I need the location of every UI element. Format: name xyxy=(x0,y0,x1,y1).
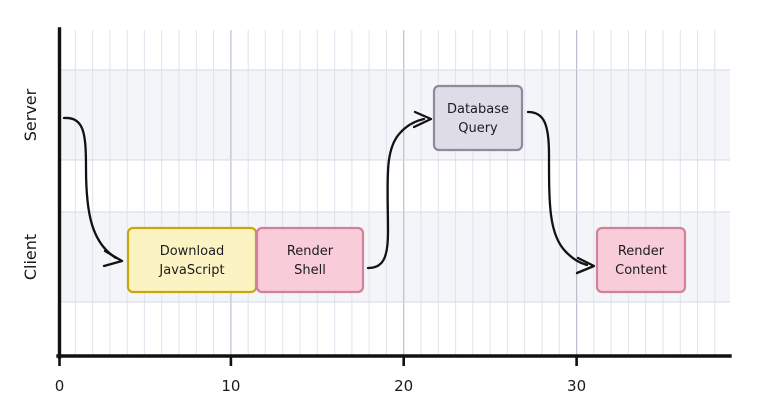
x-tick-labels: 0 10 20 30 xyxy=(55,377,586,395)
task-label-render-content-line1: Render xyxy=(618,244,665,259)
lane-label-server: Server xyxy=(21,88,40,141)
x-tick-label-0: 0 xyxy=(55,377,65,395)
arrow-path-1 xyxy=(62,116,118,260)
arrow-head-3 xyxy=(575,256,596,275)
task-download-javascript[interactable]: Download JavaScript xyxy=(126,226,258,294)
task-bars: Download JavaScript Render Shell Databas… xyxy=(126,84,687,294)
task-label-download-javascript-line2: JavaScript xyxy=(158,263,224,278)
task-label-render-content-line2: Content xyxy=(615,263,667,278)
arrow-render-shell-to-database-query xyxy=(366,110,433,270)
band-edges xyxy=(58,69,730,303)
lane-label-client: Client xyxy=(21,234,40,280)
plot-background xyxy=(58,30,730,357)
lane-labels: Server Client xyxy=(21,88,40,280)
task-render-shell[interactable]: Render Shell xyxy=(255,226,365,294)
arrow-path-3 xyxy=(526,110,589,267)
task-label-download-javascript-line1: Download xyxy=(160,244,225,259)
task-label-render-shell-line2: Shell xyxy=(294,263,326,278)
flow-arrows xyxy=(62,110,596,275)
arrow-head-1 xyxy=(102,249,124,268)
task-rect-render-content[interactable] xyxy=(595,226,687,294)
task-label-database-query-line1: Database xyxy=(447,102,509,117)
task-rect-database-query[interactable] xyxy=(432,84,524,152)
arrow-server-to-download-javascript xyxy=(62,116,124,268)
task-rect-download-javascript[interactable] xyxy=(126,226,258,294)
task-render-content[interactable]: Render Content xyxy=(595,226,687,294)
x-tick-label-10: 10 xyxy=(221,377,240,395)
arrow-head-2 xyxy=(412,110,433,129)
task-rect-render-shell[interactable] xyxy=(255,226,365,294)
task-label-render-shell-line1: Render xyxy=(287,244,334,259)
x-tick-label-20: 20 xyxy=(394,377,413,395)
task-database-query[interactable]: Database Query xyxy=(432,84,524,152)
arrow-database-query-to-render-content xyxy=(526,110,596,275)
lane-band-server xyxy=(58,70,730,160)
task-label-database-query-line2: Query xyxy=(458,121,498,136)
arrow-path-2 xyxy=(366,117,426,270)
axes xyxy=(56,27,732,366)
x-tick-label-30: 30 xyxy=(567,377,586,395)
